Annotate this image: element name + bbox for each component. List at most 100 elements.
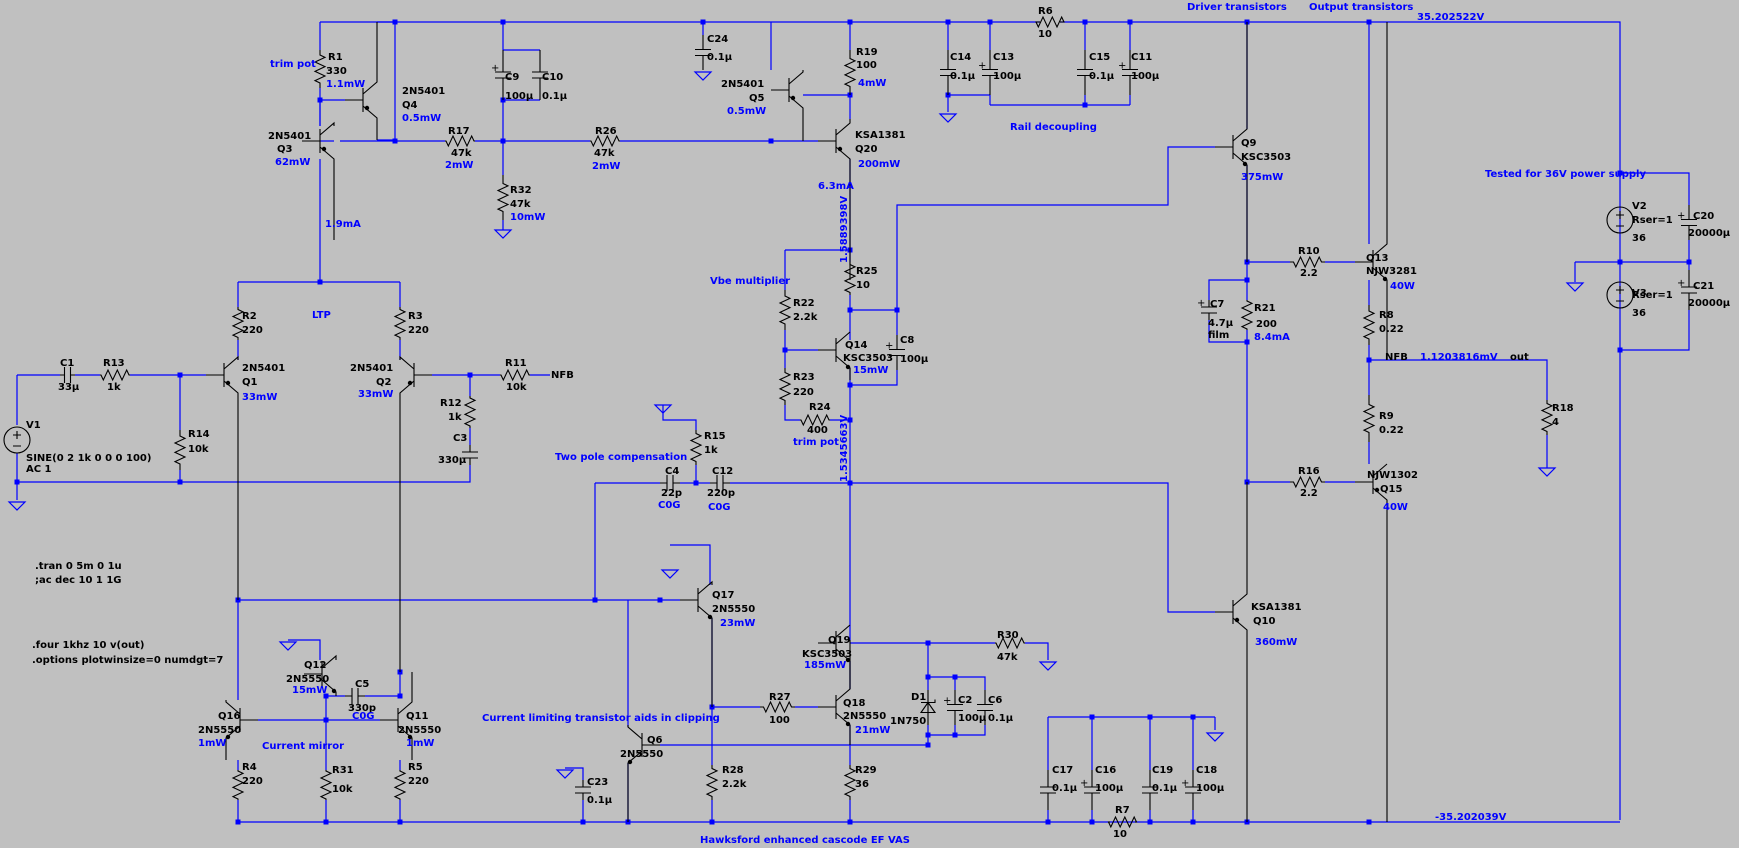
junction: [467, 372, 473, 378]
vbe-top-voltage: 1.5889398V: [839, 196, 850, 263]
D1-model: 1N750: [890, 716, 926, 727]
C3-value: 330µ: [438, 455, 467, 466]
junction: [317, 279, 323, 285]
C9-symbol: +: [491, 50, 511, 100]
q20-current: 6.3mA: [818, 181, 854, 192]
C19-symbol: [1142, 770, 1158, 810]
Q19-name: Q19: [828, 635, 850, 646]
R31-name: R31: [332, 765, 354, 776]
svg-text:+: +: [491, 63, 499, 74]
C21-name: C21: [1693, 281, 1714, 292]
vbe-bottom-voltage: 1.5345663V: [839, 415, 850, 482]
C3-name: C3: [453, 433, 467, 444]
R19-value: 100: [856, 60, 877, 71]
R8-value: 0.22: [1379, 324, 1404, 335]
Q13-symbol: [1355, 22, 1388, 360]
junction: [1244, 277, 1250, 283]
Q14-name: Q14: [845, 340, 867, 351]
Q20-symbol: [818, 119, 851, 280]
junction: [500, 19, 506, 25]
C23-value: 0.1µ: [587, 795, 613, 806]
Q18-name: Q18: [843, 698, 865, 709]
ground-symbol: [7, 501, 27, 511]
R21-symbol: [1240, 300, 1254, 330]
annotation-two-pole: Two pole compensation: [555, 452, 687, 463]
Q1-name: Q1: [242, 377, 258, 388]
R11-name: R11: [505, 358, 527, 369]
junction: [1190, 819, 1196, 825]
C6-name: C6: [988, 695, 1002, 706]
R2-symbol: [231, 307, 245, 340]
R12-name: R12: [440, 398, 462, 409]
V2-rser: Rser=1: [1632, 215, 1673, 226]
R13-value: 1k: [107, 382, 121, 393]
C1-symbol: [60, 367, 75, 383]
C6-symbol: [977, 690, 993, 725]
R19-name: R19: [856, 47, 878, 58]
R26-value: 47k: [594, 148, 615, 159]
R13-symbol: [100, 368, 130, 382]
C20-name: C20: [1693, 211, 1714, 222]
pos-rail-voltage: 35.202522V: [1417, 12, 1484, 23]
Q13-name: Q13: [1366, 253, 1388, 264]
Q4-name: Q4: [402, 100, 418, 111]
Q14-power: 15mW: [853, 365, 888, 376]
junction: [1082, 102, 1088, 108]
C8-symbol: +: [885, 335, 905, 370]
junction: [1244, 339, 1250, 345]
V1-symbol: [3, 426, 31, 454]
R6-name: R6: [1038, 6, 1053, 17]
svg-text:+: +: [1181, 778, 1189, 789]
R23-name: R23: [793, 372, 815, 383]
Q19-power: 185mW: [804, 660, 846, 671]
Q5-model: 2N5401: [721, 79, 764, 90]
wire-50: [896, 146, 1215, 310]
Q14-model: KSC3503: [843, 353, 893, 364]
C7-value: 4.7µ: [1208, 318, 1234, 329]
net-label-nfb-in: NFB: [551, 370, 574, 381]
R29-value: 36: [855, 779, 869, 790]
C11-symbol: +: [1118, 50, 1138, 95]
R1-symbol: [313, 50, 327, 88]
C4-note: C0G: [658, 500, 681, 511]
C21-symbol: +: [1677, 270, 1697, 310]
r21-current: 8.4mA: [1254, 332, 1290, 343]
labels: Driver transistors Output transistors Ra…: [26, 2, 1731, 846]
Q1-symbol: [206, 355, 239, 600]
R2-value: 220: [242, 325, 263, 336]
R2-name: R2: [242, 311, 257, 322]
junction: [1366, 357, 1372, 363]
V1-value: SINE(0 2 1k 0 0 0 100): [26, 453, 151, 464]
R19-symbol: [843, 50, 857, 95]
R4-name: R4: [242, 762, 257, 773]
ground-symbol: [938, 113, 958, 123]
junction: [894, 307, 900, 313]
C13-symbol: +: [978, 50, 998, 95]
C1-value: 33µ: [58, 382, 80, 393]
component-symbols: ++++++++++: [3, 15, 1697, 829]
C11-name: C11: [1131, 52, 1152, 63]
ground-symbol: [555, 769, 575, 779]
C19-name: C19: [1152, 765, 1173, 776]
wire-109: [288, 639, 321, 660]
R28-name: R28: [722, 765, 744, 776]
junction: [925, 640, 931, 646]
R23-value: 220: [793, 387, 814, 398]
junction: [392, 138, 398, 144]
junction: [235, 819, 241, 825]
R16-symbol: [1290, 475, 1325, 489]
annotation-driver-transistors: Driver transistors: [1187, 2, 1287, 13]
R30-symbol: [995, 636, 1025, 650]
directive-options: .options plotwinsize=0 numdgt=7: [32, 655, 223, 666]
R7-name: R7: [1115, 805, 1130, 816]
ground-symbol: [1205, 732, 1225, 742]
wire-117: [670, 544, 711, 585]
junction: [323, 819, 329, 825]
annotation-current-mirror: Current mirror: [262, 741, 344, 752]
Q9-power: 375mW: [1241, 172, 1283, 183]
R19-power: 4mW: [858, 78, 886, 89]
R28-value: 2.2k: [722, 779, 747, 790]
wire-86: [180, 465, 471, 483]
svg-text:+: +: [978, 61, 986, 72]
